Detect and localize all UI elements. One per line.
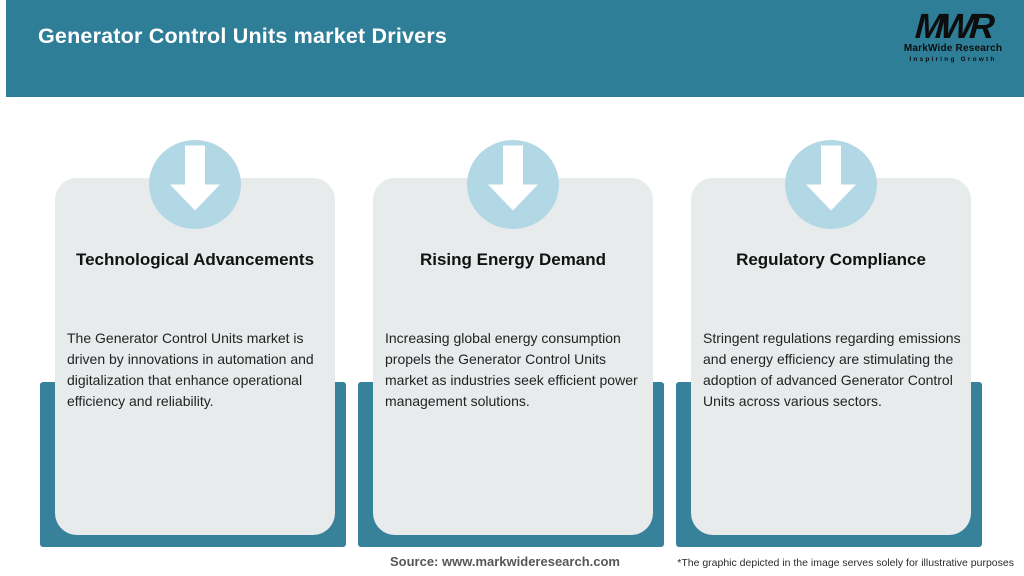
card-title: Rising Energy Demand: [419, 250, 607, 269]
card-description: Stringent regulations regarding emission…: [703, 330, 961, 409]
card-description: Increasing global energy consumption pro…: [385, 330, 638, 409]
logo-name: MarkWide Research: [903, 43, 1003, 54]
driver-card-regulatory-compliance: Regulatory Compliance Stringent regulati…: [691, 178, 971, 535]
card-description: The Generator Control Units market is dr…: [67, 330, 314, 409]
card-title: Regulatory Compliance: [736, 250, 926, 269]
header-bar: Generator Control Units market Drivers M…: [6, 0, 1024, 97]
down-arrow-icon: [149, 140, 241, 229]
down-arrow-icon: [785, 140, 877, 229]
logo-tagline: Inspiring Growth: [909, 56, 997, 63]
logo-acronym: MWR: [913, 7, 993, 46]
driver-card-technological-advancements: Technological Advancements The Generator…: [55, 178, 335, 535]
page-title: Generator Control Units market Drivers: [38, 24, 448, 48]
source-line: Source: www.markwideresearch.com: [389, 554, 620, 569]
card-title: Technological Advancements: [75, 250, 315, 269]
down-arrow-icon: [467, 140, 559, 229]
disclaimer-text: *The graphic depicted in the image serve…: [677, 557, 1014, 569]
driver-card-rising-energy-demand: Rising Energy Demand Increasing global e…: [373, 178, 653, 535]
markwide-research-logo: MWR MarkWide Research Inspiring Growth: [898, 7, 1008, 64]
